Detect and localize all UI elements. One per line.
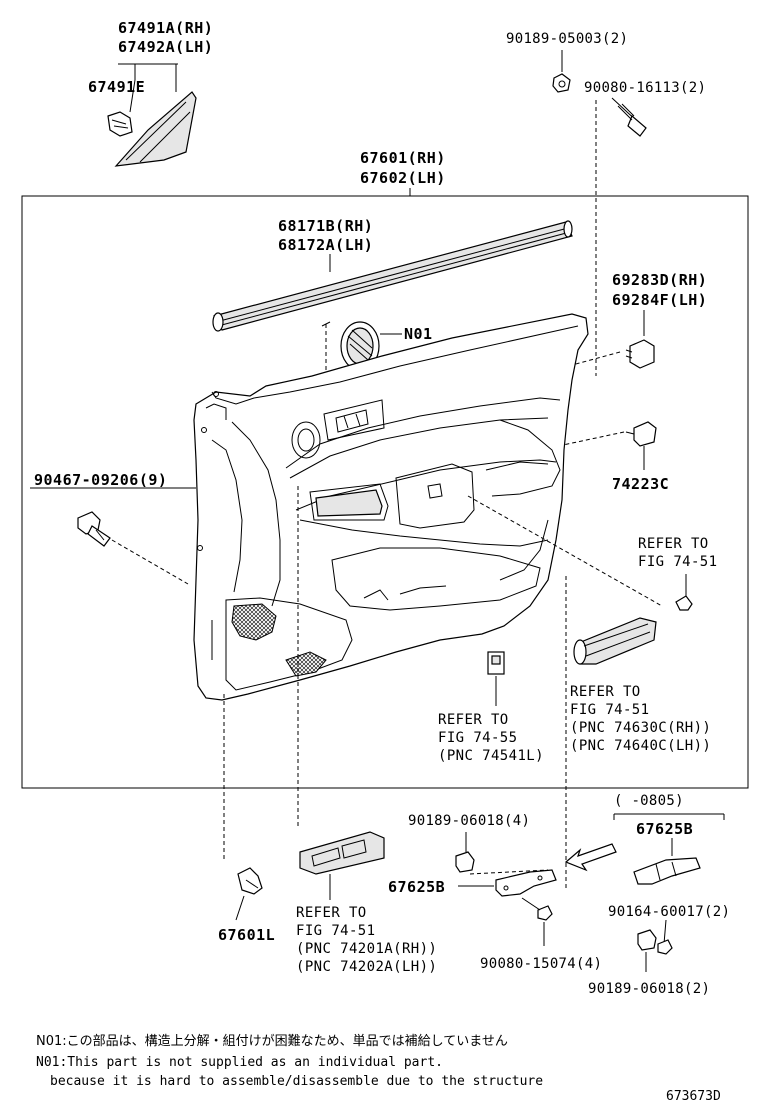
speaker-grille-part [340, 321, 402, 371]
label-67492a: 67492A(LH) [118, 38, 213, 56]
label-90189-06018-bot: 90189-06018(2) [588, 981, 710, 997]
label-90467-09206: 90467-09206(9) [34, 471, 167, 489]
label-90080-16113: 90080-16113(2) [584, 80, 706, 96]
refer-pnc-line: (PNC 74201A(RH)) [296, 941, 437, 957]
small-switch-part [487, 651, 505, 706]
label-68172a: 68172A(LH) [278, 236, 373, 254]
clip-67601l-part [235, 867, 263, 921]
label-67491a: 67491A(RH) [118, 19, 213, 37]
refer-to-line: REFER TO [296, 905, 367, 921]
clip-74223c-part [625, 421, 657, 470]
courtesy-lamp-part [625, 339, 655, 369]
refer-74-51-c: REFER TO FIG 74-51 (PNC 74201A(RH)) (PNC… [296, 905, 437, 975]
refer-to-line: REFER TO [438, 712, 509, 728]
screw-icon [521, 897, 553, 946]
arrow-icon [564, 843, 617, 872]
refer-pnc-line: (PNC 74630C(RH)) [570, 720, 711, 736]
refer-fig-line: FIG 74-55 [438, 730, 517, 746]
note-en-2: because it is hard to assemble/disassemb… [50, 1074, 543, 1089]
refer-fig-line: FIG 74-51 [638, 554, 717, 570]
label-68171b: 68171B(RH) [278, 217, 373, 235]
label-90164-60017: 90164-60017(2) [608, 904, 730, 920]
label-67601l: 67601L [218, 926, 275, 944]
screw-icon [675, 574, 693, 611]
nut-icon [455, 851, 475, 873]
label-67625b-left: 67625B [388, 878, 445, 896]
label-69283d: 69283D(RH) [612, 271, 707, 289]
label-67602: 67602(LH) [360, 169, 446, 187]
push-clip-part [77, 511, 111, 547]
nut-icon [552, 50, 571, 93]
screw-icon [657, 919, 673, 955]
mirror-cover-part [107, 63, 197, 167]
bracket-part [495, 869, 557, 897]
refer-pnc-line: (PNC 74640C(LH)) [570, 738, 711, 754]
weatherstrip-part [212, 220, 573, 332]
drawing-number: 673673D [666, 1089, 721, 1104]
label-69284f: 69284F(LH) [612, 291, 707, 309]
label-67625b-top: 67625B [636, 820, 693, 838]
nut-icon [637, 929, 657, 972]
note-en-1: N01:This part is not supplied as an indi… [36, 1055, 443, 1070]
refer-74-51-a: REFER TO FIG 74-51 [638, 536, 717, 570]
switch-base-part [299, 831, 385, 900]
refer-74-55: REFER TO FIG 74-55 (PNC 74541L) [438, 712, 544, 764]
refer-fig-line: FIG 74-51 [570, 702, 649, 718]
refer-fig-line: FIG 74-51 [296, 923, 375, 939]
note-jp: N01:この部品は、構造上分解・組付けが困難なため、単品では補給していません [36, 1033, 508, 1049]
date-range: ( -0805) [614, 793, 684, 809]
label-90189-05003: 90189-05003(2) [506, 31, 628, 47]
label-67601: 67601(RH) [360, 149, 446, 167]
refer-74-51-b: REFER TO FIG 74-51 (PNC 74630C(RH)) (PNC… [570, 684, 711, 754]
door-trim-panel [193, 313, 589, 701]
label-90080-15074: 90080-15074(4) [480, 956, 602, 972]
refer-pnc-line: (PNC 74202A(LH)) [296, 959, 437, 975]
refer-to-line: REFER TO [570, 684, 641, 700]
label-74223c: 74223C [612, 475, 669, 493]
label-n01: N01 [404, 325, 433, 343]
label-90189-06018-top: 90189-06018(4) [408, 813, 530, 829]
refer-pnc-line: (PNC 74541L) [438, 748, 544, 764]
label-67491e: 67491E [88, 78, 145, 96]
assembly-frame [21, 195, 749, 789]
refer-to-line: REFER TO [638, 536, 709, 552]
armrest-part [573, 617, 657, 665]
bolt-icon [611, 97, 647, 137]
bracket-new-part [633, 857, 701, 885]
